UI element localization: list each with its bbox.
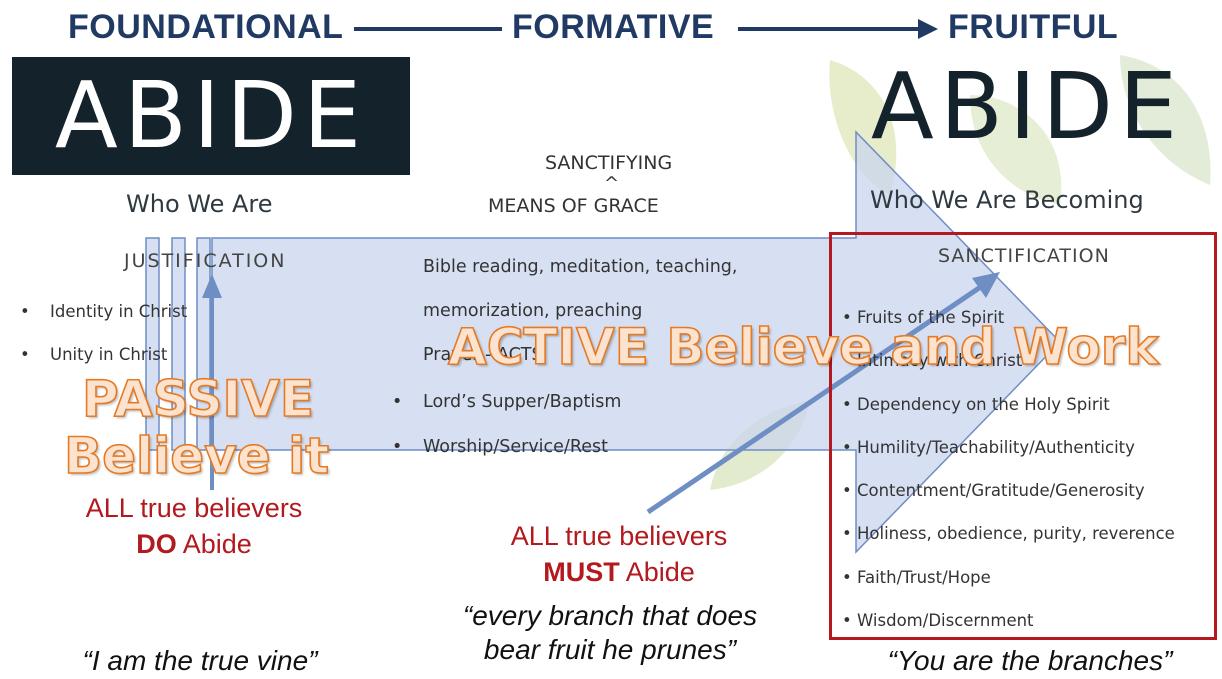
means-of-grace-title: MEANS OF GRACE — [488, 195, 659, 217]
list-item: • Holiness, obedience, purity, reverence — [842, 524, 1175, 544]
diagonal-arrow-head — [972, 272, 1000, 298]
means-line-1: Bible reading, meditation, teaching, — [423, 257, 738, 277]
means-item-supper: Lord’s Supper/Baptism — [423, 392, 622, 412]
list-item: • Wisdom/Discernment — [842, 611, 1034, 631]
passive-overlay: PASSIVE — [81, 369, 315, 429]
abide-logo-right: ABIDE — [870, 53, 1184, 160]
list-item: • Dependency on the Holy Spirit — [842, 394, 1110, 414]
fruit-item-5: Contentment/Gratitude/Generosity — [856, 481, 1145, 501]
fruit-item-7: Faith/Trust/Hope — [856, 567, 991, 587]
left-subtitle: Who We Are — [126, 190, 273, 218]
fruit-item-4: Humility/Teachability/Authenticity — [856, 437, 1135, 457]
list-item: • — [20, 345, 30, 364]
list-item-identity: Identity in Christ — [50, 302, 188, 321]
quote-branches: “You are the branches” — [887, 645, 1173, 676]
bar-1 — [145, 237, 160, 451]
quote-true-vine: “I am the true vine” — [82, 645, 318, 676]
vertical-arrow-head — [202, 274, 222, 298]
abide-logo-left: ABIDE — [54, 62, 368, 169]
right-subtitle: Who We Are Becoming — [870, 186, 1144, 214]
insert-caret: ^ — [604, 173, 620, 194]
sanctification-list: • Fruits of the Spirit • Intimacy with C… — [842, 308, 1212, 654]
quote-pruning-line1: “every branch that does — [462, 600, 758, 631]
abide-logo-left-bg — [12, 57, 410, 175]
means-line-3: Prayer - ACTS — [423, 345, 543, 365]
do-abide-rest: Abide — [176, 529, 252, 559]
must-abide-line2: MUST Abide — [476, 557, 762, 588]
fruit-item-3: Dependency on the Holy Spirit — [856, 394, 1110, 414]
must-abide-rest: Abide — [619, 557, 695, 587]
believe-it-overlay: Believe it — [63, 426, 330, 486]
list-item-unity: Unity in Christ — [50, 345, 168, 364]
diagonal-arrow-line — [646, 283, 984, 515]
means-item-worship: Worship/Service/Rest — [423, 437, 608, 457]
do-emphasis: DO — [136, 529, 177, 559]
list-item: • Fruits of the Spirit — [842, 308, 1005, 327]
fruit-item-1: Fruits of the Spirit — [856, 308, 1005, 327]
list-item: • — [20, 302, 30, 321]
fruit-item-6: Holiness, obedience, purity, reverence — [856, 524, 1175, 544]
do-abide-line1: ALL true believers — [85, 493, 303, 523]
fruit-item-8: Wisdom/Discernment — [856, 611, 1034, 631]
list-item: • — [392, 392, 403, 412]
fruit-item-2: Intimacy with Christ — [856, 351, 1023, 371]
header-connector-arrows — [354, 19, 938, 39]
header-formative: FORMATIVE — [512, 8, 715, 46]
justification-heading: JUSTIFICATION — [124, 250, 287, 272]
big-arrow — [211, 130, 1062, 554]
header-foundational: FOUNDATIONAL — [68, 8, 344, 46]
list-item: • Contentment/Gratitude/Generosity — [842, 481, 1145, 501]
sanctification-highlight-box — [829, 232, 1217, 640]
header-fruitful: FRUITFUL — [948, 8, 1119, 46]
must-abide-line1: ALL true believers — [510, 521, 728, 551]
list-item: • Faith/Trust/Hope — [842, 567, 991, 587]
list-item: • — [392, 437, 403, 457]
sanctification-heading: SANCTIFICATION — [938, 245, 1110, 267]
means-line-2: memorization, preaching — [423, 301, 643, 321]
connector-arrowhead — [918, 19, 938, 39]
bar-2 — [171, 237, 186, 451]
must-emphasis: MUST — [543, 557, 620, 587]
do-abide-line2: DO Abide — [56, 529, 332, 560]
list-item: • Intimacy with Christ — [842, 351, 1023, 371]
list-item: • Humility/Teachability/Authenticity — [842, 437, 1135, 457]
quote-pruning-line2: bear fruit he prunes” — [483, 634, 737, 665]
active-overlay: ACTIVE Believe and Work — [447, 317, 1159, 377]
sanctifying-label: SANCTIFYING — [545, 152, 673, 174]
